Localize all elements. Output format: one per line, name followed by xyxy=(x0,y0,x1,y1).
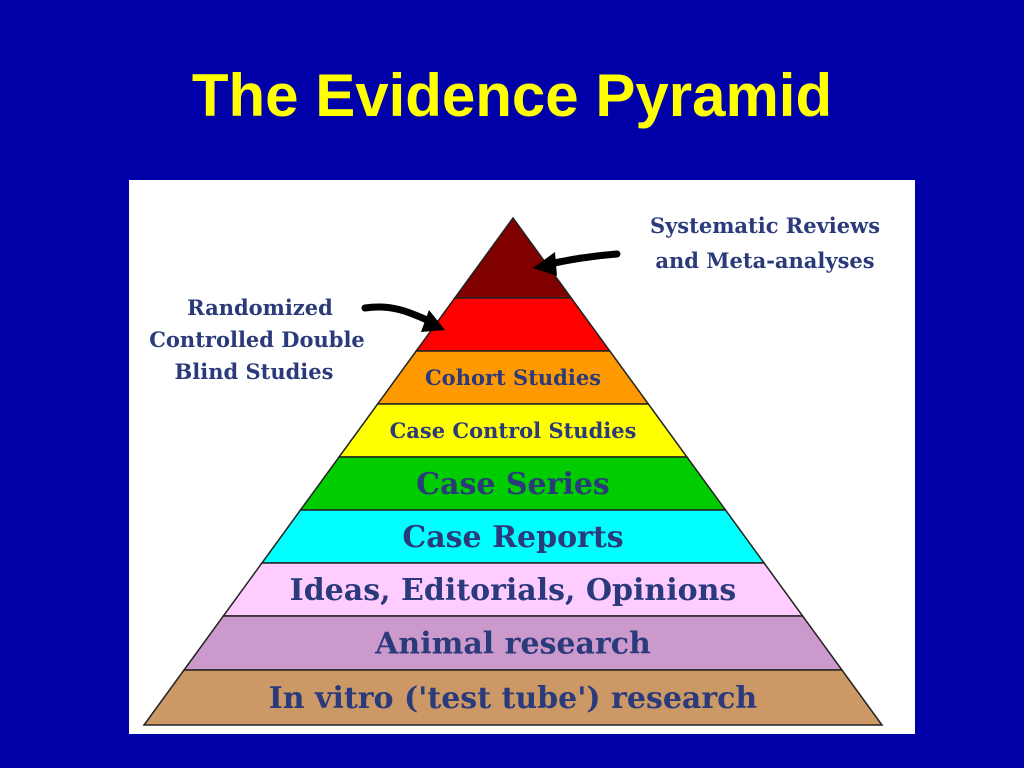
annotation-line: Blind Studies xyxy=(175,359,334,384)
systematic-reviews-annotation: Systematic Reviews and Meta-analyses xyxy=(650,213,880,273)
annotation-line: Randomized xyxy=(187,295,333,320)
pyramid-tier xyxy=(414,297,612,352)
pyramid-tier-label: Animal research xyxy=(374,627,651,662)
slide-title: The Evidence Pyramid xyxy=(191,62,833,129)
arrow-to-apex xyxy=(533,250,621,276)
arrow-to-rct-tier xyxy=(361,303,445,332)
pyramid-tiers xyxy=(142,216,884,726)
pyramid-tier xyxy=(142,669,884,726)
pyramid-tier-label: Ideas, Editorials, Opinions xyxy=(290,573,737,608)
annotation-line: Systematic Reviews xyxy=(650,213,880,238)
pyramid-tier-label: Case Series xyxy=(416,467,610,502)
pyramid-tier-label: Case Control Studies xyxy=(390,418,637,443)
rct-annotation: Randomized Controlled Double Blind Studi… xyxy=(149,295,365,384)
pyramid-tier-label: Case Reports xyxy=(402,520,623,555)
pyramid-tier-label: Cohort Studies xyxy=(425,365,601,390)
annotation-line: Controlled Double xyxy=(149,327,365,352)
annotation-line: and Meta-analyses xyxy=(655,248,874,273)
pyramid-tier-label: In vitro ('test tube') research xyxy=(269,681,758,716)
